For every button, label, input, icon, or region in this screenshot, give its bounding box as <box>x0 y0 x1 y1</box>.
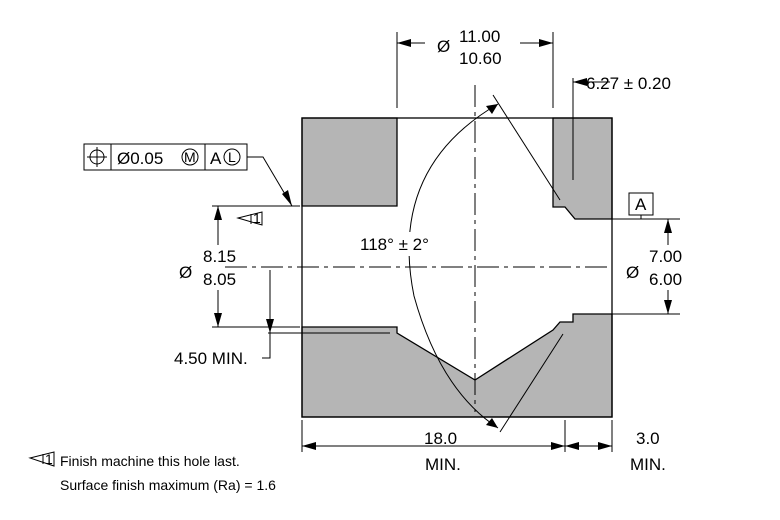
part-section <box>301 117 613 418</box>
section-upper-right <box>552 117 613 220</box>
bottom-length-value: 18.0 <box>424 429 457 448</box>
bore-dia-symbol: Ø <box>179 263 192 282</box>
fcf-tolerance: Ø0.05 <box>117 149 163 168</box>
flag-number: 1 <box>253 210 261 226</box>
svg-text:1: 1 <box>45 451 53 467</box>
min-depth-text: 4.50 MIN. <box>174 349 248 368</box>
fcf-datum: A <box>210 149 222 168</box>
datum-feature: A <box>612 192 680 220</box>
section-lower <box>301 313 613 418</box>
right-hole-dia-symbol: Ø <box>626 263 639 282</box>
min-depth-dimension: 4.50 MIN. <box>174 270 390 368</box>
note-flag-icon: 1 <box>28 451 55 467</box>
bottom-dimensions: 18.0 MIN. 3.0 MIN. <box>301 420 666 474</box>
right-hole-dimension: Ø 7.00 6.00 <box>612 219 682 315</box>
section-upper-left <box>301 117 398 207</box>
feature-control-frame: Ø0.05 M A L <box>83 143 293 207</box>
counterbore-dimension: Ø 11.00 10.60 <box>396 27 554 108</box>
bore-dia-dimension: Ø 8.15 8.05 <box>179 205 300 328</box>
drill-angle-dimension: 118° ± 2° <box>355 94 564 433</box>
counterbore-depth-dimension: 6.27 ± 0.20 <box>572 74 671 180</box>
right-length-value: 3.0 <box>636 429 660 448</box>
notes: 1 Finish machine this hole last. Surface… <box>28 451 276 493</box>
fcf-datum-modifier: L <box>228 149 236 165</box>
counterbore-depth-text: 6.27 ± 0.20 <box>586 74 671 93</box>
right-length-suffix: MIN. <box>630 455 666 474</box>
bore-dia-lower: 8.05 <box>203 270 236 289</box>
note-line-1: Finish machine this hole last. <box>60 453 240 469</box>
note-line-2: Surface finish maximum (Ra) = 1.6 <box>60 477 276 493</box>
bottom-length-suffix: MIN. <box>425 455 461 474</box>
right-hole-dia-lower: 6.00 <box>649 270 682 289</box>
counterbore-dia-symbol: Ø <box>437 37 450 56</box>
finish-flag: 1 <box>236 210 263 226</box>
counterbore-dia-upper: 11.00 <box>459 27 500 46</box>
drill-angle-text: 118° ± 2° <box>360 235 429 254</box>
bore-dia-upper: 8.15 <box>203 247 236 266</box>
counterbore-dia-lower: 10.60 <box>459 49 502 68</box>
right-hole-dia-upper: 7.00 <box>649 247 682 266</box>
datum-label: A <box>635 195 647 214</box>
position-icon <box>87 147 107 167</box>
fcf-material-modifier: M <box>184 149 196 165</box>
